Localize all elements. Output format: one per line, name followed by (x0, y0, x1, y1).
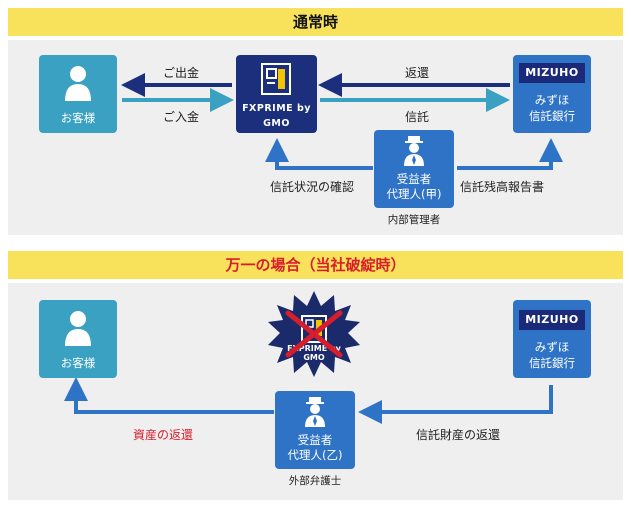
agent-line2: 代理人(甲) (386, 187, 442, 201)
return-label: 返還 (405, 66, 430, 80)
emergency-agent-line2: 代理人(乙) (287, 448, 343, 462)
emergency-title: 万一の場合（当社破綻時） (8, 251, 623, 279)
trust-label: 信託 (405, 110, 430, 124)
emergency-agent-line1: 受益者 (297, 433, 333, 447)
balance-report-label: 信託残高報告書 (460, 180, 545, 194)
trust-asset-return-label: 信託財産の返還 (416, 428, 501, 442)
trust-status-label: 信託状況の確認 (270, 180, 355, 194)
deposit-label: ご入金 (163, 110, 200, 124)
emergency-customer-label: お客様 (60, 356, 96, 370)
withdraw-label: ご出金 (163, 66, 200, 80)
emergency-bank-name-line1: みずほ (534, 340, 570, 354)
customer-box: お客様 (39, 55, 117, 133)
bank-name-line2: 信託銀行 (529, 109, 575, 123)
emergency-agent-box: 受益者 代理人(乙) (275, 391, 355, 469)
asset-return-label: 資産の返還 (133, 428, 194, 442)
emergency-bank-brand: MIZUHO (519, 310, 585, 330)
company-logo-text: FXPRIME by GMO (242, 103, 311, 129)
normal-title: 通常時 (8, 8, 623, 36)
fxprime-logo-icon (261, 63, 291, 95)
trust-asset-return-arrow (358, 385, 553, 424)
bank-name-line1: みずほ (534, 93, 570, 107)
agent-with-hat-icon (404, 136, 424, 166)
emergency-bank-box: MIZUHO みずほ 信託銀行 (513, 300, 591, 378)
emergency-customer-box: お客様 (39, 300, 117, 378)
agent-with-hat-icon (305, 397, 325, 427)
emergency-bank-name-line2: 信託銀行 (529, 356, 575, 370)
customer-label: お客様 (60, 111, 96, 125)
bank-brand: MIZUHO (519, 63, 585, 83)
company-box: FXPRIME by GMO (236, 55, 317, 133)
agent-caption: 内部管理者 (387, 214, 441, 226)
person-icon (65, 311, 91, 346)
agent-line1: 受益者 (396, 172, 432, 186)
person-icon (65, 66, 91, 101)
emergency-company-logo-text: FXPRIME by GMO (287, 344, 341, 362)
bank-box: MIZUHO みずほ 信託銀行 (513, 55, 591, 133)
agent-box: 受益者 代理人(甲) (374, 130, 454, 208)
asset-return-arrow (64, 377, 274, 414)
balance-report-arrow (457, 138, 563, 170)
red-cross-icon (285, 310, 343, 358)
emergency-agent-caption: 外部弁護士 (288, 475, 342, 487)
trust-status-arrow (265, 138, 373, 170)
